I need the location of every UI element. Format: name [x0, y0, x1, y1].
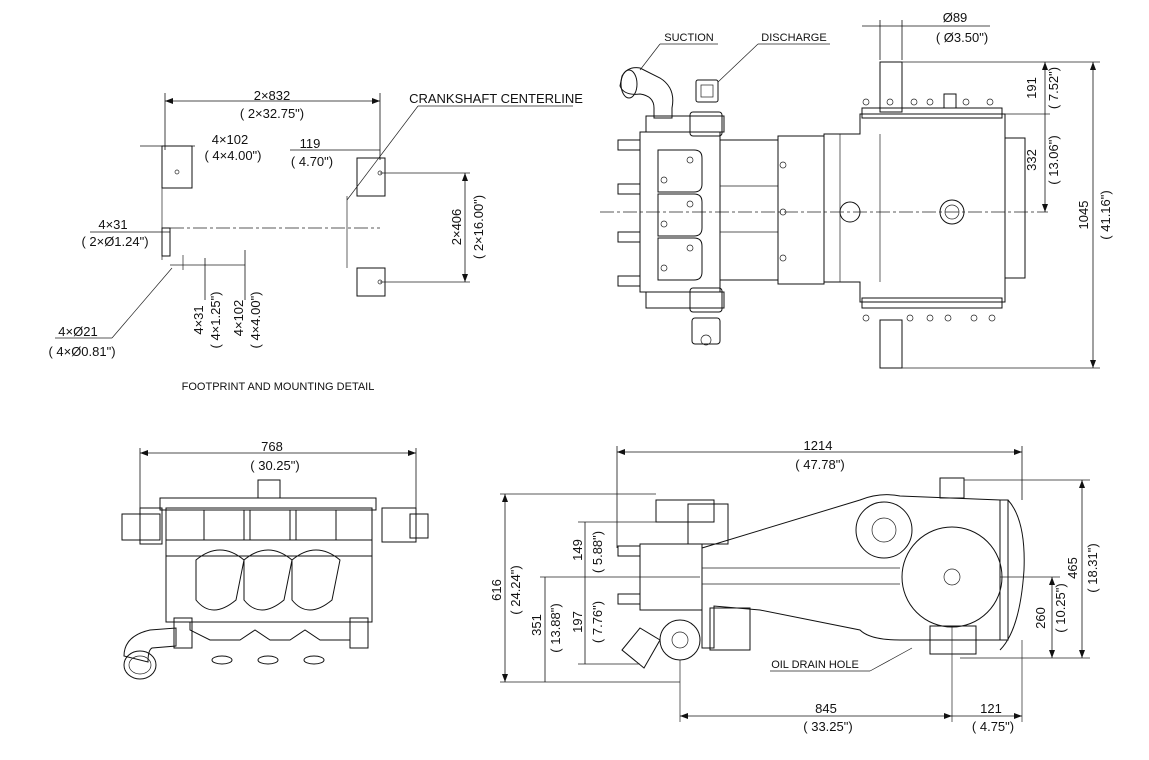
- gearbox-input-shaft: [939, 477, 965, 499]
- pump-front-body: [165, 539, 373, 623]
- front-view: 768 ( 30.25"): [121, 439, 429, 680]
- oil-drain-plug: [659, 619, 701, 661]
- discharge-label: DISCHARGE: [761, 32, 826, 44]
- r465-mm: 465: [1065, 557, 1080, 579]
- shaft-diameter-mm: Ø89: [943, 10, 968, 25]
- front-width-mm: 768: [261, 439, 283, 454]
- footprint-width-mm: 2×832: [254, 88, 291, 103]
- mount-hole: [174, 169, 180, 175]
- hole-mm: 4×Ø21: [58, 324, 97, 339]
- oil-drain-label: OIL DRAIN HOLE: [771, 659, 859, 671]
- b121-in: ( 4.75"): [972, 719, 1014, 734]
- height-in: ( 24.24"): [508, 565, 523, 614]
- v31-mm: 4×31: [191, 305, 206, 334]
- half-width-mm: 332: [1024, 149, 1039, 171]
- a149-mm: 149: [570, 539, 585, 561]
- shaft-length-mm: 191: [1024, 77, 1039, 99]
- b121-mm: 121: [980, 701, 1002, 716]
- v102-mm: 4×102: [231, 300, 246, 337]
- tab-width-mm: 4×102: [212, 132, 249, 147]
- r260-in: ( 10.25"): [1053, 583, 1068, 632]
- b845-in: ( 33.25"): [803, 719, 852, 734]
- crank-gear-upper: [855, 501, 913, 559]
- offset-mm: 119: [300, 136, 321, 151]
- cover-right: [291, 549, 341, 611]
- crank-gear-main: [901, 526, 1003, 628]
- total-width-in: ( 41.16"): [1098, 190, 1113, 239]
- depth-in: ( 2×16.00"): [471, 195, 486, 259]
- gearbox-top: [257, 479, 281, 499]
- footprint-width-in: ( 2×32.75"): [240, 106, 304, 121]
- b845-mm: 845: [815, 701, 837, 716]
- a197-mm: 197: [570, 611, 585, 633]
- a197-in: ( 7.76"): [590, 601, 605, 643]
- height-mm: 616: [489, 579, 504, 601]
- valve-cover-1: [657, 149, 703, 193]
- a351-in: ( 13.88"): [548, 603, 563, 652]
- cover-left: [195, 549, 245, 611]
- discharge-block: [687, 503, 729, 545]
- crankshaft-end-top: [879, 61, 903, 113]
- a149-in: ( 5.88"): [590, 531, 605, 573]
- total-width-mm: 1045: [1076, 201, 1091, 230]
- offset-in: ( 4.70"): [291, 154, 333, 169]
- side-length-mm: 1214: [804, 438, 833, 453]
- inlet-nozzles: [617, 139, 641, 287]
- front-width-in: ( 30.25"): [250, 458, 299, 473]
- depth-mm: 2×406: [449, 209, 464, 246]
- frame-bolts: [862, 98, 996, 322]
- crankshaft-end-bottom: [879, 319, 903, 369]
- slot-width-in: ( 2×Ø1.24"): [81, 234, 148, 249]
- slot-width-mm: 4×31: [98, 217, 127, 232]
- suction-elbow-front: [123, 627, 177, 663]
- v102-in: ( 4×4.00"): [248, 291, 263, 348]
- half-width-in: ( 13.06"): [1046, 135, 1061, 184]
- top-view: SUCTION DISCHARGE: [600, 10, 1113, 369]
- side-view: 1214 ( 47.78") OIL DRAIN HOLE: [489, 438, 1100, 734]
- a351-mm: 351: [529, 614, 544, 636]
- side-length-in: ( 47.78"): [795, 457, 844, 472]
- cover-mid: [243, 549, 293, 611]
- v31-in: ( 4×1.25"): [208, 291, 223, 348]
- tab-width-in: ( 4×4.00"): [204, 148, 261, 163]
- mount-tab-right-top: [356, 157, 386, 197]
- footprint-detail: 2×832 ( 2×32.75") 4×102 ( 4×4.00") 119 (…: [48, 88, 583, 393]
- suction-label: SUCTION: [664, 32, 714, 44]
- discharge-port: [695, 79, 719, 103]
- mount-tab-left-top: [161, 145, 193, 189]
- footprint-title: FOOTPRINT AND MOUNTING DETAIL: [182, 381, 375, 393]
- hole-in: ( 4×Ø0.81"): [48, 344, 115, 359]
- crankshaft-label: CRANKSHAFT CENTERLINE: [409, 91, 583, 106]
- crankcase-top: [823, 113, 1006, 303]
- r260-mm: 260: [1033, 607, 1048, 629]
- valve-cover-2: [657, 193, 703, 237]
- crankcase-side: [701, 494, 1001, 649]
- shaft-length-in: ( 7.52"): [1046, 67, 1061, 109]
- shaft-diameter-in: ( Ø3.50"): [936, 30, 988, 45]
- suction-elbow: [619, 67, 674, 119]
- valve-cover-3: [657, 237, 703, 281]
- r465-in: ( 18.31"): [1085, 543, 1100, 592]
